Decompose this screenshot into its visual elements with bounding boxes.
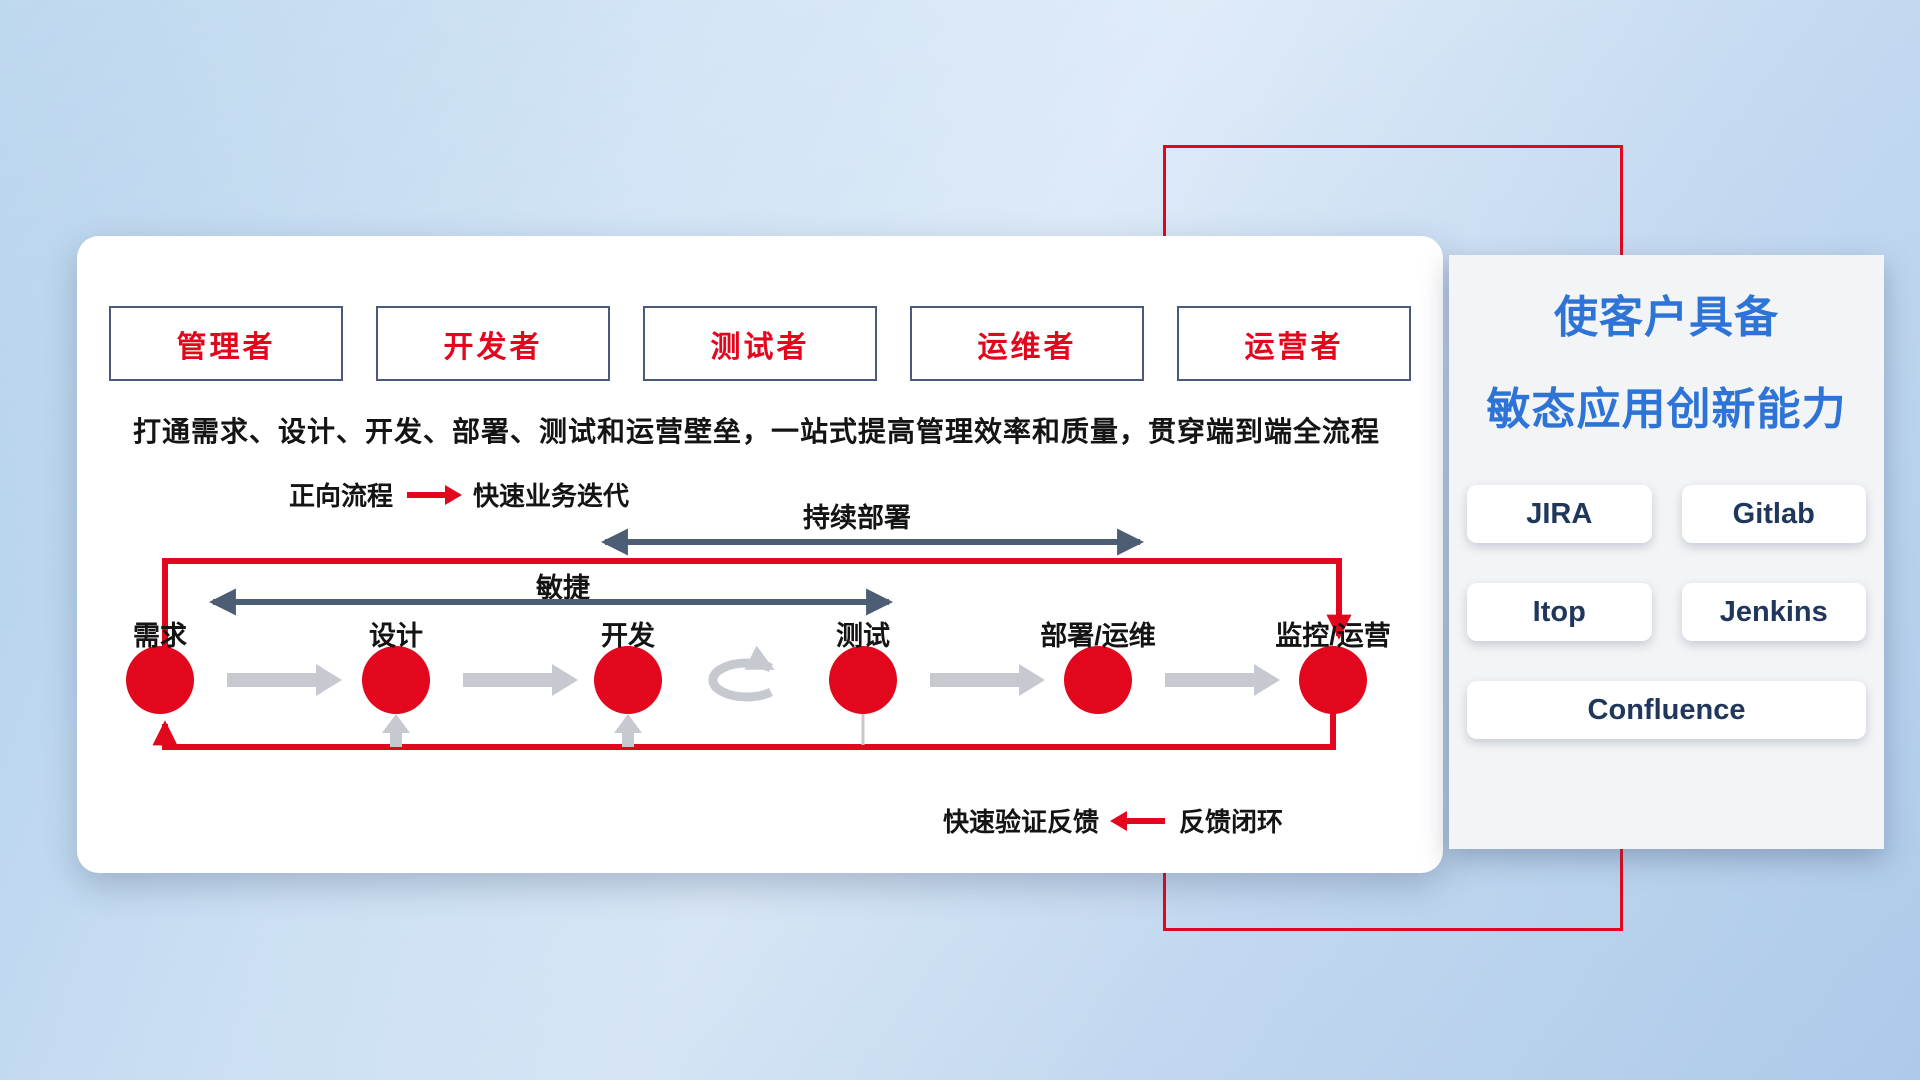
legend-forward-label: 正向流程 [289,481,394,511]
node-label-requirement: 需求 [133,621,187,651]
node-circle-design [362,646,430,714]
legend-forward: 正向流程 快速业务迭代 [289,476,629,513]
flow-diagram-svg [126,528,1367,750]
feedback-up-arrow-design [382,714,410,747]
feedback-up-arrow-dev [614,714,642,747]
panel-title-line1: 使客户具备 [1554,293,1779,342]
tools-grid: JIRA Gitlab Itop Jenkins Confluence [1449,485,1884,739]
devops-flow-card: 管理者 开发者 测试者 运维者 运营者 打通需求、设计、开发、部署、测试和运营壁… [77,236,1443,873]
forward-arrow-icon [407,484,463,505]
node-label-deploy-ops: 部署/运维 [1040,621,1156,651]
node-label-develop: 开发 [601,621,655,651]
role-box-ops: 运维者 [910,306,1144,381]
role-box-manager: 管理者 [109,306,343,381]
node-label-design: 设计 [369,621,423,651]
tool-confluence: Confluence [1467,681,1866,739]
stage-arrow-1 [227,664,342,696]
role-box-operator: 运营者 [1177,306,1411,381]
legend-feedback-value: 快速验证反馈 [943,807,1100,837]
feedback-arrow-icon [1110,810,1166,831]
stage-arrow-4 [930,664,1045,696]
capability-panel: 使客户具备 敏态应用创新能力 JIRA Gitlab Itop Jenkins … [1449,255,1884,849]
tool-jenkins: Jenkins [1681,583,1866,641]
red-forward-loop-path [162,558,1352,680]
stage-arrow-5 [1165,664,1280,696]
legend-feedback-label: 反馈闭环 [1179,807,1284,837]
stage-arrow-2 [463,664,578,696]
node-circle-deploy-ops [1064,646,1132,714]
node-circle-test [829,646,897,714]
iteration-loop-icon [708,645,775,702]
continuous-deploy-label: 持续部署 [803,503,911,533]
legend-forward-value: 快速业务迭代 [473,481,630,511]
tool-itop: Itop [1467,583,1652,641]
node-label-monitor: 监控/运营 [1275,621,1391,651]
node-circle-requirement [126,646,194,714]
red-feedback-loop-path [152,696,1336,750]
role-box-tester: 测试者 [643,306,877,381]
legend-feedback: 快速验证反馈 反馈闭环 [943,802,1283,839]
flow-description: 打通需求、设计、开发、部署、测试和运营壁垒，一站式提高管理效率和质量，贯穿端到端… [133,416,1381,447]
roles-row: 管理者 开发者 测试者 运维者 运营者 [109,306,1411,381]
tool-jira: JIRA [1467,485,1652,543]
panel-title-line2: 敏态应用创新能力 [1486,385,1847,434]
role-box-developer: 开发者 [376,306,610,381]
tool-gitlab: Gitlab [1681,485,1866,543]
node-label-test: 测试 [836,621,890,651]
node-circle-develop [594,646,662,714]
node-circle-monitor [1299,646,1367,714]
